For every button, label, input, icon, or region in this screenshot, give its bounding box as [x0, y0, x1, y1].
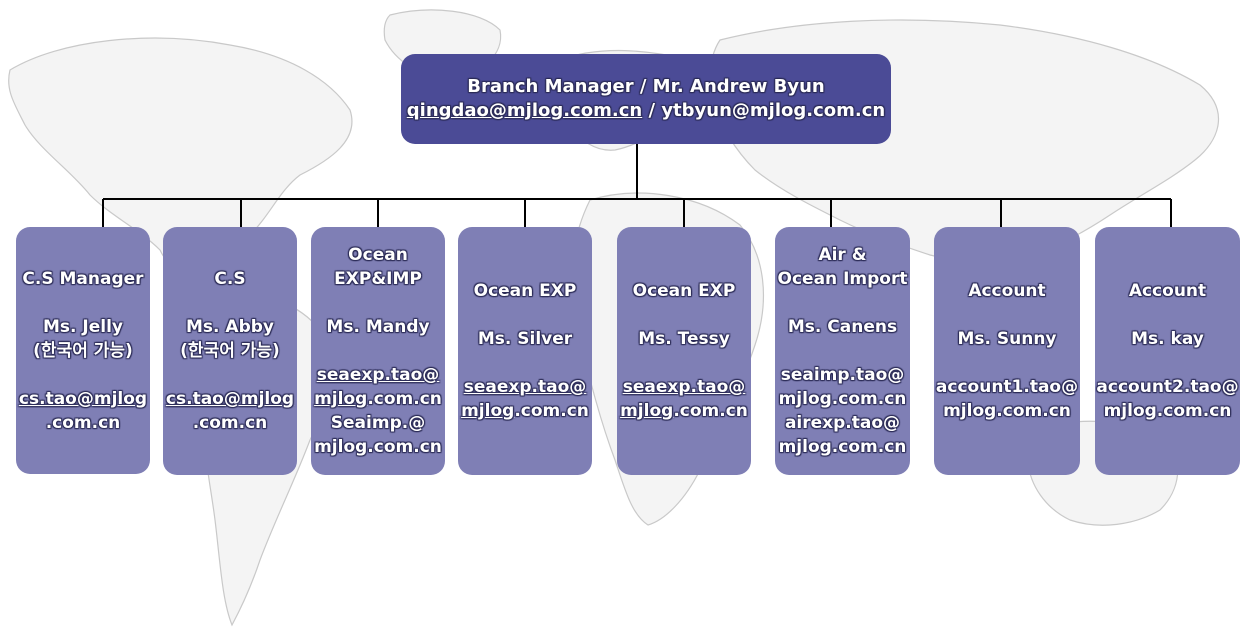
- staff-contact-line: seaexp.tao@: [623, 375, 746, 399]
- email-text: .com.cn: [673, 401, 748, 421]
- staff-box: C.S Ms. Abby (한국어 가능) cs.tao@mjlog .com.cn: [163, 227, 297, 475]
- staff-contact-line: mjlog.com.cn: [779, 435, 907, 459]
- staff-contact-line: mjlog.com.cn: [1104, 399, 1232, 423]
- email-text: .com.cn: [367, 389, 442, 409]
- staff-contact-line: seaimp.tao@: [781, 363, 905, 387]
- staff-contact-line: cs.tao@mjlog: [19, 387, 147, 411]
- email-text: Seaimp.@: [330, 413, 426, 433]
- staff-role: Ocean EXP: [473, 281, 577, 301]
- staff-name: Ms. Canens: [787, 317, 898, 337]
- staff-contact-line: mjlog.com.cn: [620, 399, 748, 423]
- staff-contact-line: .com.cn: [46, 411, 121, 435]
- staff-role: Air &: [818, 245, 867, 265]
- email-link-qingdao[interactable]: qingdao@mjlog.com.cn: [406, 100, 643, 121]
- email-text: mjlog.com.cn: [943, 401, 1071, 421]
- staff-contact-line: cs.tao@mjlog: [166, 387, 294, 411]
- staff-language-note: (한국어 가능): [180, 341, 280, 361]
- staff-name: Ms. Abby: [186, 317, 274, 337]
- email-ytbyun: ytbyun@mjlog.com.cn: [661, 100, 886, 121]
- staff-name: Ms. Silver: [477, 329, 573, 349]
- staff-contact-line: Seaimp.@: [331, 411, 425, 435]
- email-text: account1.tao@: [935, 377, 1079, 397]
- staff-contact-line: seaexp.tao@: [464, 375, 587, 399]
- staff-role: Ocean: [348, 245, 408, 265]
- email-text: mjlog.com.cn: [314, 437, 442, 457]
- email-text: mjlog.com.cn: [778, 389, 907, 409]
- email-link[interactable]: seaexp.tao@: [463, 377, 587, 397]
- staff-contact-line: mjlog.com.cn: [314, 387, 442, 411]
- staff-role: C.S Manager: [22, 268, 144, 289]
- email-text: mjlog.com.cn: [1103, 401, 1232, 421]
- staff-role: Ocean EXP: [632, 281, 736, 301]
- branch-manager-box: Branch Manager / Mr. Andrew Byun qingdao…: [401, 54, 891, 144]
- email-link[interactable]: seaexp.tao@: [316, 365, 440, 385]
- email-link[interactable]: seaexp.tao@: [622, 377, 746, 397]
- staff-contact-line: account2.tao@: [1096, 375, 1238, 399]
- email-link[interactable]: cs.tao@mjlog: [165, 389, 295, 409]
- staff-role: C.S: [214, 269, 246, 289]
- staff-contact-line: .com.cn: [193, 411, 268, 435]
- staff-contact-line: airexp.tao@: [785, 411, 900, 435]
- email-text: .com.cn: [45, 412, 121, 433]
- email-link[interactable]: mjlog: [314, 389, 368, 409]
- branch-manager-emails: qingdao@mjlog.com.cn / ytbyun@mjlog.com.…: [407, 99, 885, 123]
- email-text: account2.tao@: [1096, 377, 1239, 397]
- staff-role: EXP&IMP: [334, 269, 422, 289]
- staff-role: Ocean Import: [777, 269, 908, 289]
- email-separator: /: [642, 100, 662, 121]
- email-text: seaimp.tao@: [780, 365, 905, 385]
- staff-language-note: (한국어 가능): [33, 340, 133, 361]
- staff-contact-line: mjlog.com.cn: [779, 387, 907, 411]
- staff-role: Account: [1128, 281, 1207, 301]
- staff-role: Account: [968, 281, 1046, 301]
- email-text: .com.cn: [192, 413, 268, 433]
- staff-contact-line: mjlog.com.cn: [461, 399, 589, 423]
- staff-contact-line: seaexp.tao@: [317, 363, 440, 387]
- staff-name: Ms. Mandy: [326, 317, 430, 337]
- branch-manager-title: Branch Manager / Mr. Andrew Byun: [467, 76, 825, 97]
- staff-contact-line: mjlog.com.cn: [943, 399, 1071, 423]
- email-link[interactable]: cs.tao@mjlog: [18, 388, 148, 409]
- email-link[interactable]: mjlog: [620, 401, 674, 421]
- email-text: mjlog.com.cn: [778, 437, 907, 457]
- staff-name: Ms. Sunny: [957, 329, 1057, 349]
- staff-name: Ms. kay: [1131, 329, 1204, 349]
- staff-name: Ms. Jelly: [42, 316, 123, 337]
- email-link[interactable]: mjlog: [461, 401, 515, 421]
- staff-contact-line: mjlog.com.cn: [314, 435, 442, 459]
- staff-contact-line: account1.tao@: [936, 375, 1078, 399]
- email-text: .com.cn: [514, 401, 589, 421]
- staff-name: Ms. Tessy: [638, 329, 730, 349]
- email-text: airexp.tao@: [784, 413, 901, 433]
